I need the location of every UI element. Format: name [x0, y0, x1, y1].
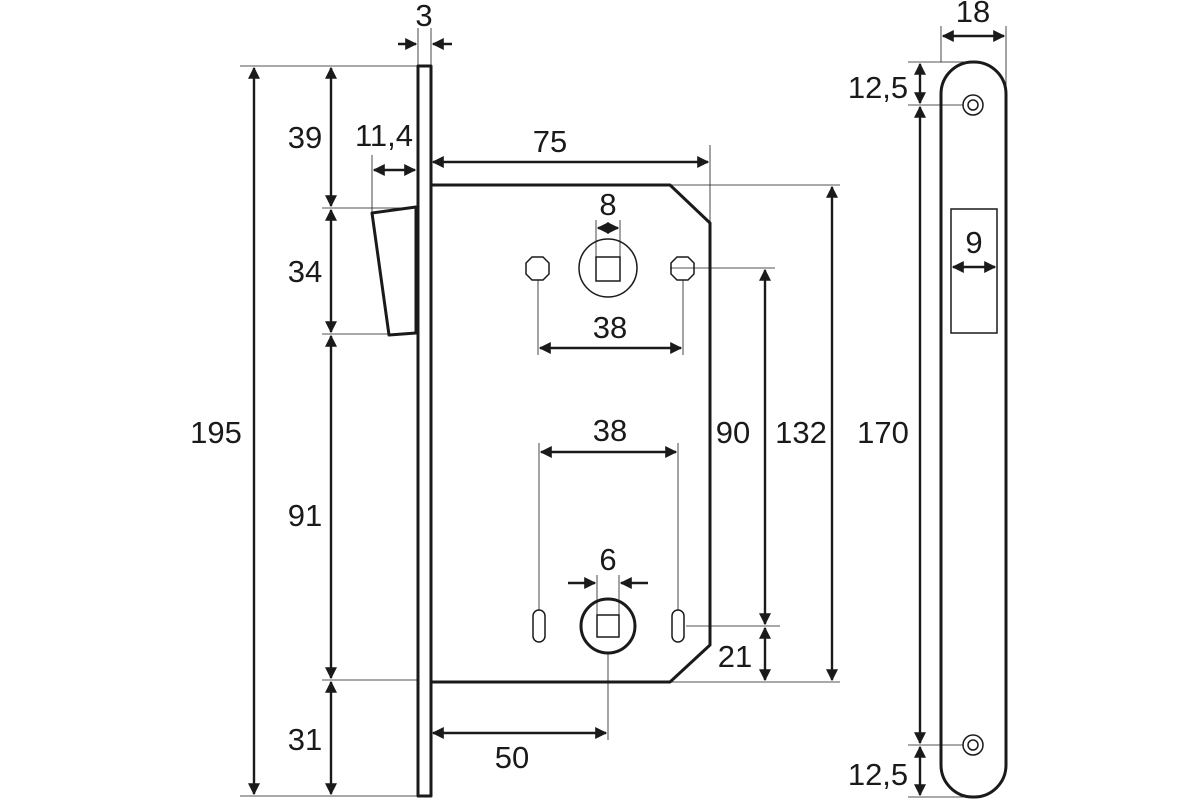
- handle-spindle-hub: [578, 238, 638, 298]
- dim-label-spindle-square: 8: [599, 187, 616, 222]
- handle-mount-hole-left: [525, 256, 550, 281]
- dim-label-latch-projection: 11,4: [355, 118, 413, 153]
- lock-body: [370, 64, 712, 798]
- dim-label-handle-holes-spacing: 38: [593, 310, 627, 345]
- dimension-labels: 3 11,4 75 8 38 38 6 50 195 39 34 91 31 9…: [190, 0, 990, 792]
- strike-plate-outline: [939, 60, 1008, 799]
- cylinder-slot-right: [671, 609, 685, 643]
- faceplate: [416, 64, 433, 798]
- dim-label-handle-to-cylinder-center: 90: [716, 415, 750, 450]
- dim-label-latch-height: 34: [288, 254, 322, 289]
- cylinder-slot-left: [532, 609, 546, 643]
- dim-label-total-height: 195: [190, 415, 242, 450]
- dim-label-faceplate-thickness: 3: [415, 0, 432, 33]
- strike-opening: [950, 208, 998, 334]
- strike-screw-hole-bottom: [962, 734, 984, 756]
- latch-bolt: [370, 205, 418, 337]
- dim-label-top-to-latch: 39: [288, 120, 322, 155]
- dim-label-cylinder-to-case-bottom: 21: [718, 639, 752, 674]
- dim-label-cylinder-square: 6: [599, 542, 616, 577]
- extension-lines: [240, 26, 1007, 798]
- dim-label-strike-opening-width: 9: [965, 225, 982, 260]
- dim-label-strike-total-height: 170: [857, 415, 909, 450]
- dim-label-backset: 75: [533, 124, 567, 159]
- strike-screw-hole-top: [962, 94, 984, 116]
- dim-label-cylinder-to-bottom: 31: [288, 722, 322, 757]
- dim-label-latch-to-cylinder: 91: [288, 498, 322, 533]
- lock-case: [429, 183, 712, 684]
- strike-plate: [939, 60, 1008, 799]
- dim-label-cylinder-backset: 50: [495, 740, 529, 775]
- dimension-lines: [248, 30, 1006, 797]
- dim-label-strike-hole-bottom-offset: 12,5: [848, 757, 908, 792]
- dim-label-strike-width: 18: [956, 0, 990, 29]
- dim-label-strike-hole-top-offset: 12,5: [848, 70, 908, 105]
- dim-label-case-height: 132: [775, 415, 827, 450]
- cylinder-square-hub: [579, 597, 637, 655]
- dim-label-cylinder-holes-spacing: 38: [593, 413, 627, 448]
- handle-mount-hole-right: [670, 256, 695, 281]
